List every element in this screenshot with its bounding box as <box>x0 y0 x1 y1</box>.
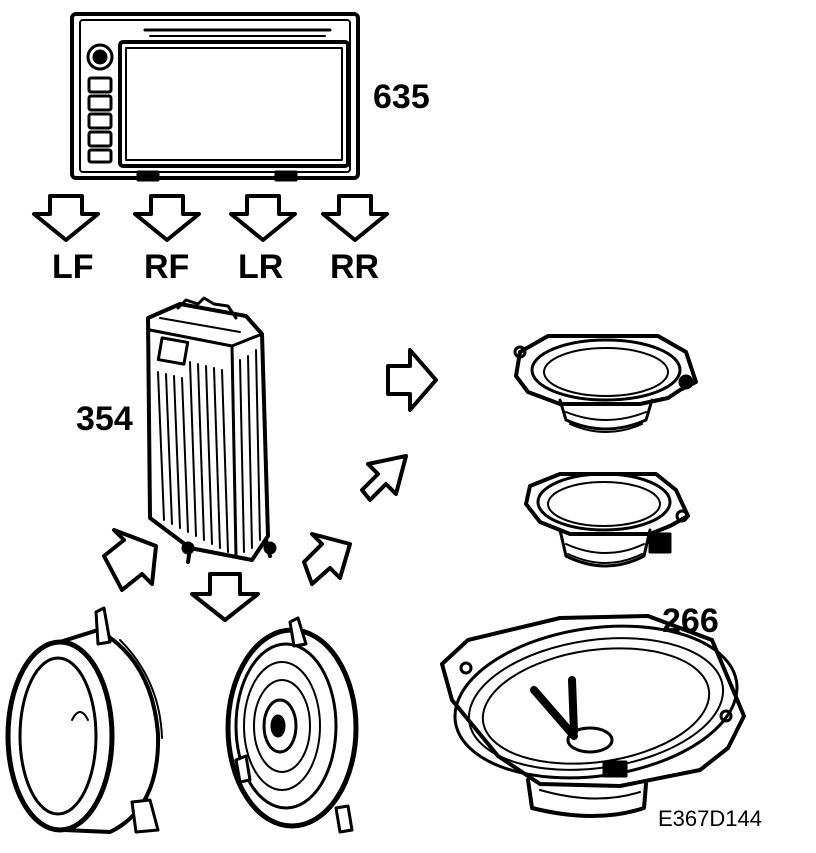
tweeter-speaker-upper <box>515 336 696 432</box>
output-arrow-diagonal-lower-left <box>104 530 156 590</box>
channel-arrow-lr <box>231 196 295 240</box>
channel-label-rr: RR <box>330 248 380 286</box>
channel-arrow-rr <box>323 196 387 240</box>
amplifier-unit <box>148 298 275 562</box>
amplifier-label: 354 <box>76 400 133 438</box>
head-unit-label: 635 <box>373 78 430 116</box>
channel-arrow-rf <box>135 196 199 240</box>
door-speaker-left <box>8 608 162 832</box>
channel-label-rf: RF <box>144 248 190 286</box>
channel-label-lf: LF <box>52 248 94 286</box>
oval-speaker <box>442 609 747 816</box>
channel-arrow-lf <box>34 196 98 240</box>
output-arrow-diagonal-lower-right <box>304 534 350 584</box>
head-unit-radio <box>72 14 358 180</box>
tweeter-speaker-lower <box>526 474 688 566</box>
oval-speaker-label: 266 <box>662 602 719 640</box>
door-speaker-right <box>228 618 356 832</box>
output-arrow-diagonal-upper <box>362 456 406 500</box>
output-arrow-right-upper <box>388 350 436 410</box>
output-arrow-down <box>192 574 258 620</box>
figure-code: E367D144 <box>658 806 762 831</box>
channel-label-lr: LR <box>238 248 284 286</box>
